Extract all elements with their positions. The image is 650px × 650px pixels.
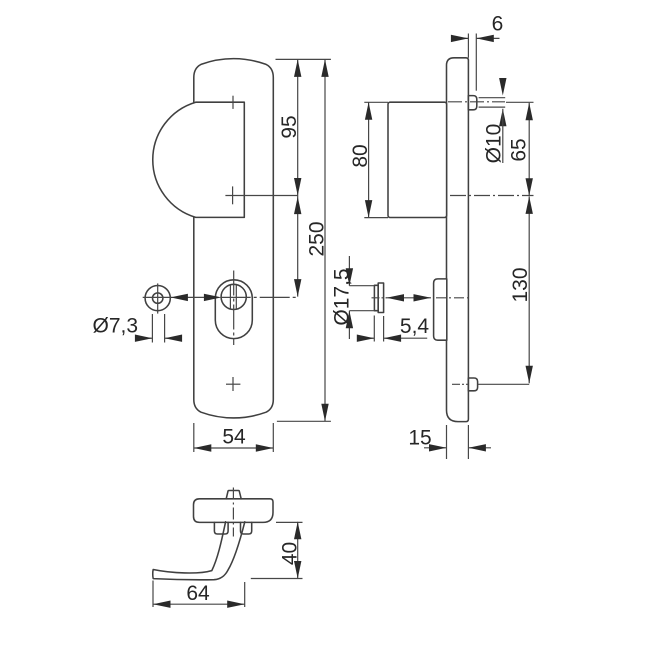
svg-text:65: 65	[508, 138, 531, 161]
svg-text:95: 95	[278, 115, 301, 138]
svg-text:Ø7,3: Ø7,3	[93, 315, 139, 338]
svg-text:15: 15	[408, 427, 431, 450]
svg-text:64: 64	[186, 582, 210, 605]
svg-text:130: 130	[509, 267, 532, 302]
svg-text:5,4: 5,4	[400, 315, 430, 338]
svg-text:54: 54	[222, 426, 246, 449]
svg-text:80: 80	[349, 144, 372, 167]
svg-text:250: 250	[305, 221, 328, 256]
svg-text:Ø10: Ø10	[482, 124, 505, 164]
svg-text:Ø17,5: Ø17,5	[330, 268, 353, 325]
svg-text:40: 40	[279, 542, 302, 565]
svg-text:6: 6	[492, 13, 504, 36]
